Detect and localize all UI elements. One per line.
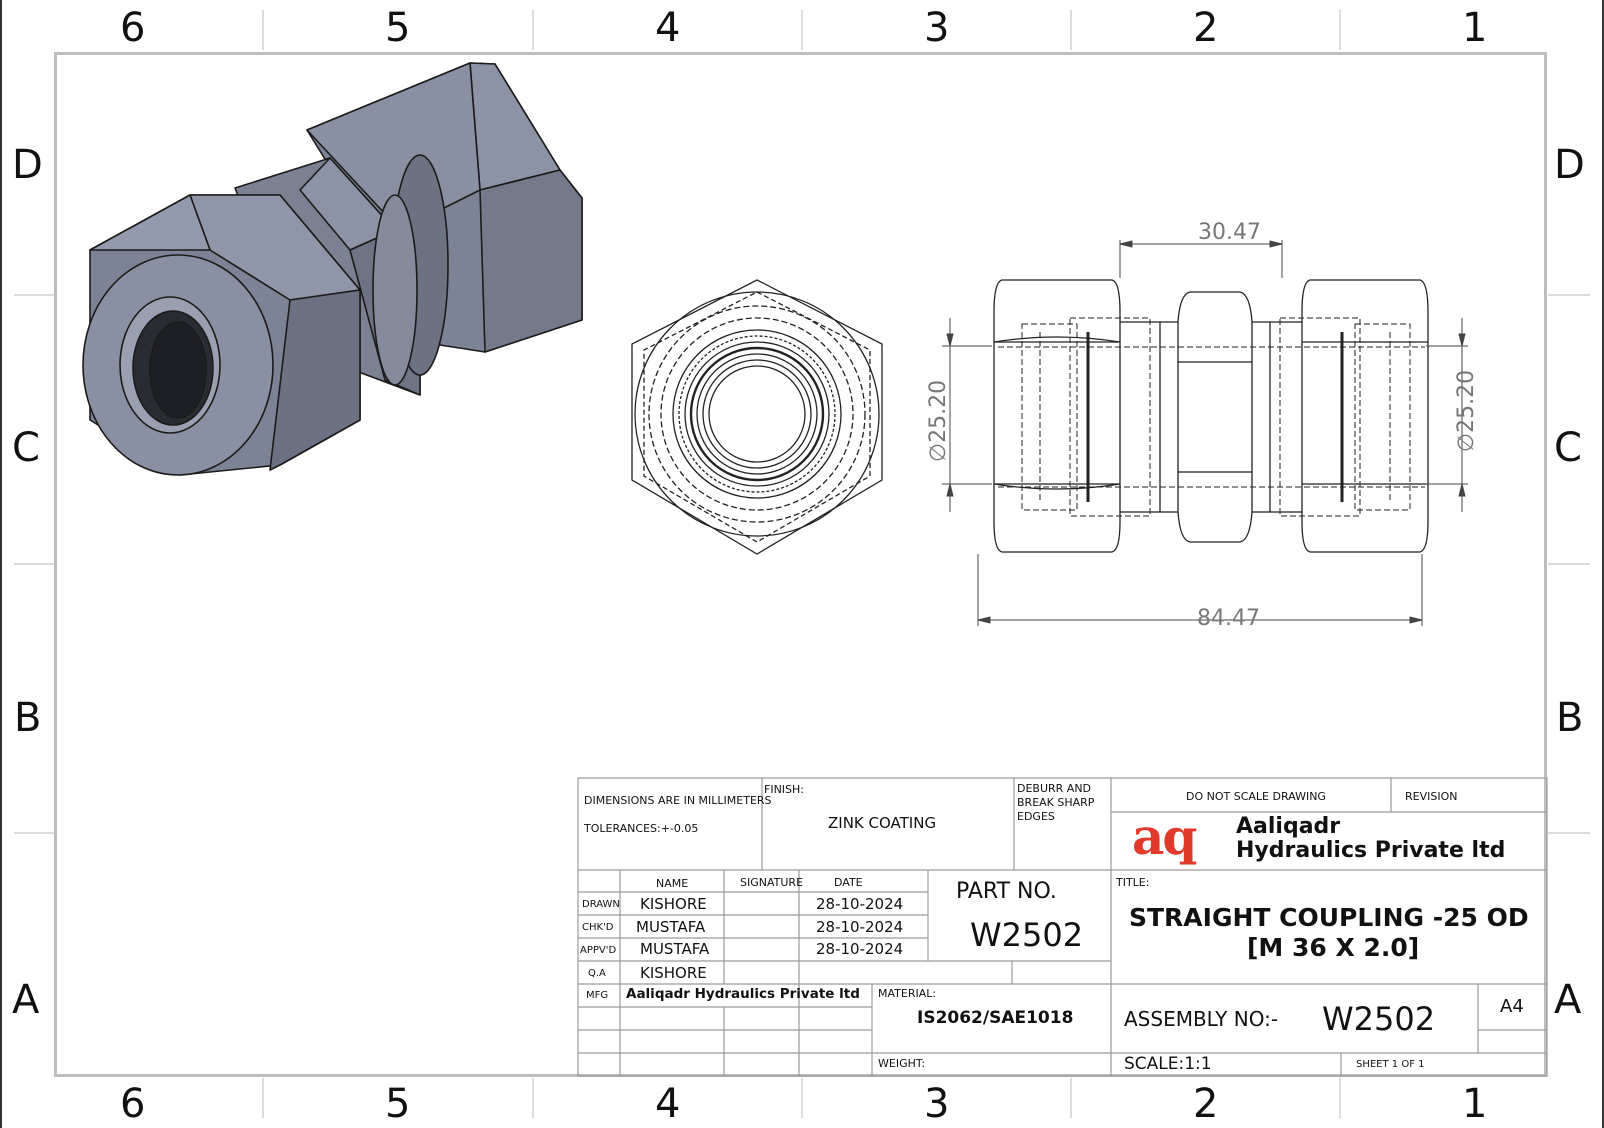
row-approved-date: 28-10-2024 [816, 940, 904, 958]
title-line1: STRAIGHT COUPLING -25 OD [1129, 903, 1529, 932]
do-not-scale-note: DO NOT SCALE DRAWING [1186, 790, 1326, 803]
row-checked-date: 28-10-2024 [816, 918, 904, 936]
finish-label: FINISH: [764, 783, 805, 796]
isometric-view [82, 62, 583, 476]
assembly-value: W2502 [1322, 1000, 1436, 1038]
zone-row-b-right: B [1556, 695, 1584, 741]
zone-col-3-bottom: 3 [924, 1081, 950, 1127]
row-drawn-role: DRAWN [582, 899, 620, 910]
zone-col-4-top: 4 [655, 5, 681, 51]
row-qa-role: Q.A [588, 968, 606, 979]
revision-label: REVISION [1405, 790, 1458, 803]
sheet-note: SHEET 1 OF 1 [1356, 1059, 1425, 1070]
zone-col-5-bottom: 5 [385, 1081, 411, 1127]
deburr-note-line3: EDGES [1017, 810, 1055, 823]
row-drawn-date: 28-10-2024 [816, 895, 904, 913]
title-line2: [M 36 X 2.0] [1247, 933, 1420, 962]
tolerances-note: TOLERANCES:+-0.05 [584, 822, 699, 835]
part-no-label: PART NO. [956, 879, 1057, 904]
zone-col-1-bottom: 1 [1462, 1081, 1488, 1127]
dimension-top-width: 30.47 [1198, 220, 1261, 245]
row-checked-name: MUSTAFA [636, 918, 706, 936]
side-view [942, 240, 1468, 626]
zone-row-c-left: C [12, 425, 40, 471]
material-value: IS2062/SAE1018 [917, 1008, 1074, 1028]
header-date: DATE [834, 876, 863, 889]
zone-col-6-bottom: 6 [120, 1081, 146, 1127]
end-view [631, 279, 883, 555]
zone-row-a-right: A [1554, 977, 1582, 1023]
dimensions-note: DIMENSIONS ARE IN MILLIMETERS [584, 794, 772, 807]
zone-col-2-bottom: 2 [1193, 1081, 1219, 1127]
part-no-value: W2502 [970, 916, 1084, 954]
deburr-note-line1: DEBURR AND [1017, 782, 1092, 795]
sheet-size: A4 [1500, 996, 1524, 1017]
row-drawn-name: KISHORE [640, 895, 707, 913]
deburr-note-line2: BREAK SHARP [1017, 796, 1095, 809]
zone-col-5-top: 5 [385, 5, 411, 51]
zone-row-a-left: A [12, 977, 40, 1023]
zone-col-1-top: 1 [1462, 5, 1488, 51]
title-label: TITLE: [1116, 876, 1150, 889]
zone-col-6-top: 6 [120, 5, 146, 51]
scale-note: SCALE:1:1 [1124, 1054, 1212, 1074]
header-signature: SIGNATURE [740, 876, 804, 889]
zone-col-4-bottom: 4 [655, 1081, 681, 1127]
weight-label: WEIGHT: [878, 1057, 926, 1070]
row-approved-role: APPV'D [580, 945, 617, 956]
row-checked-role: CHK'D [582, 922, 614, 933]
company-logo: aq [1132, 807, 1197, 866]
finish-value: ZINK COATING [828, 814, 937, 832]
zone-col-3-top: 3 [924, 5, 950, 51]
row-approved-name: MUSTAFA [640, 940, 710, 958]
row-qa-name: KISHORE [640, 964, 707, 982]
header-name: NAME [656, 877, 689, 890]
company-name-line1: Aaliqadr [1236, 814, 1341, 839]
company-name-line2: Hydraulics Private ltd [1236, 838, 1506, 863]
mfg-label: MFG [586, 990, 609, 1001]
mfg-value: Aaliqadr Hydraulics Private ltd [626, 986, 860, 1002]
dimension-overall-length: 84.47 [1197, 606, 1260, 631]
assembly-label: ASSEMBLY NO:- [1124, 1007, 1279, 1031]
zone-row-b-left: B [14, 695, 42, 741]
material-label: MATERIAL: [878, 987, 937, 1000]
zone-row-d-left: D [12, 142, 43, 188]
zone-col-2-top: 2 [1193, 5, 1219, 51]
zone-row-c-right: C [1554, 425, 1582, 471]
zone-row-d-right: D [1554, 142, 1585, 188]
